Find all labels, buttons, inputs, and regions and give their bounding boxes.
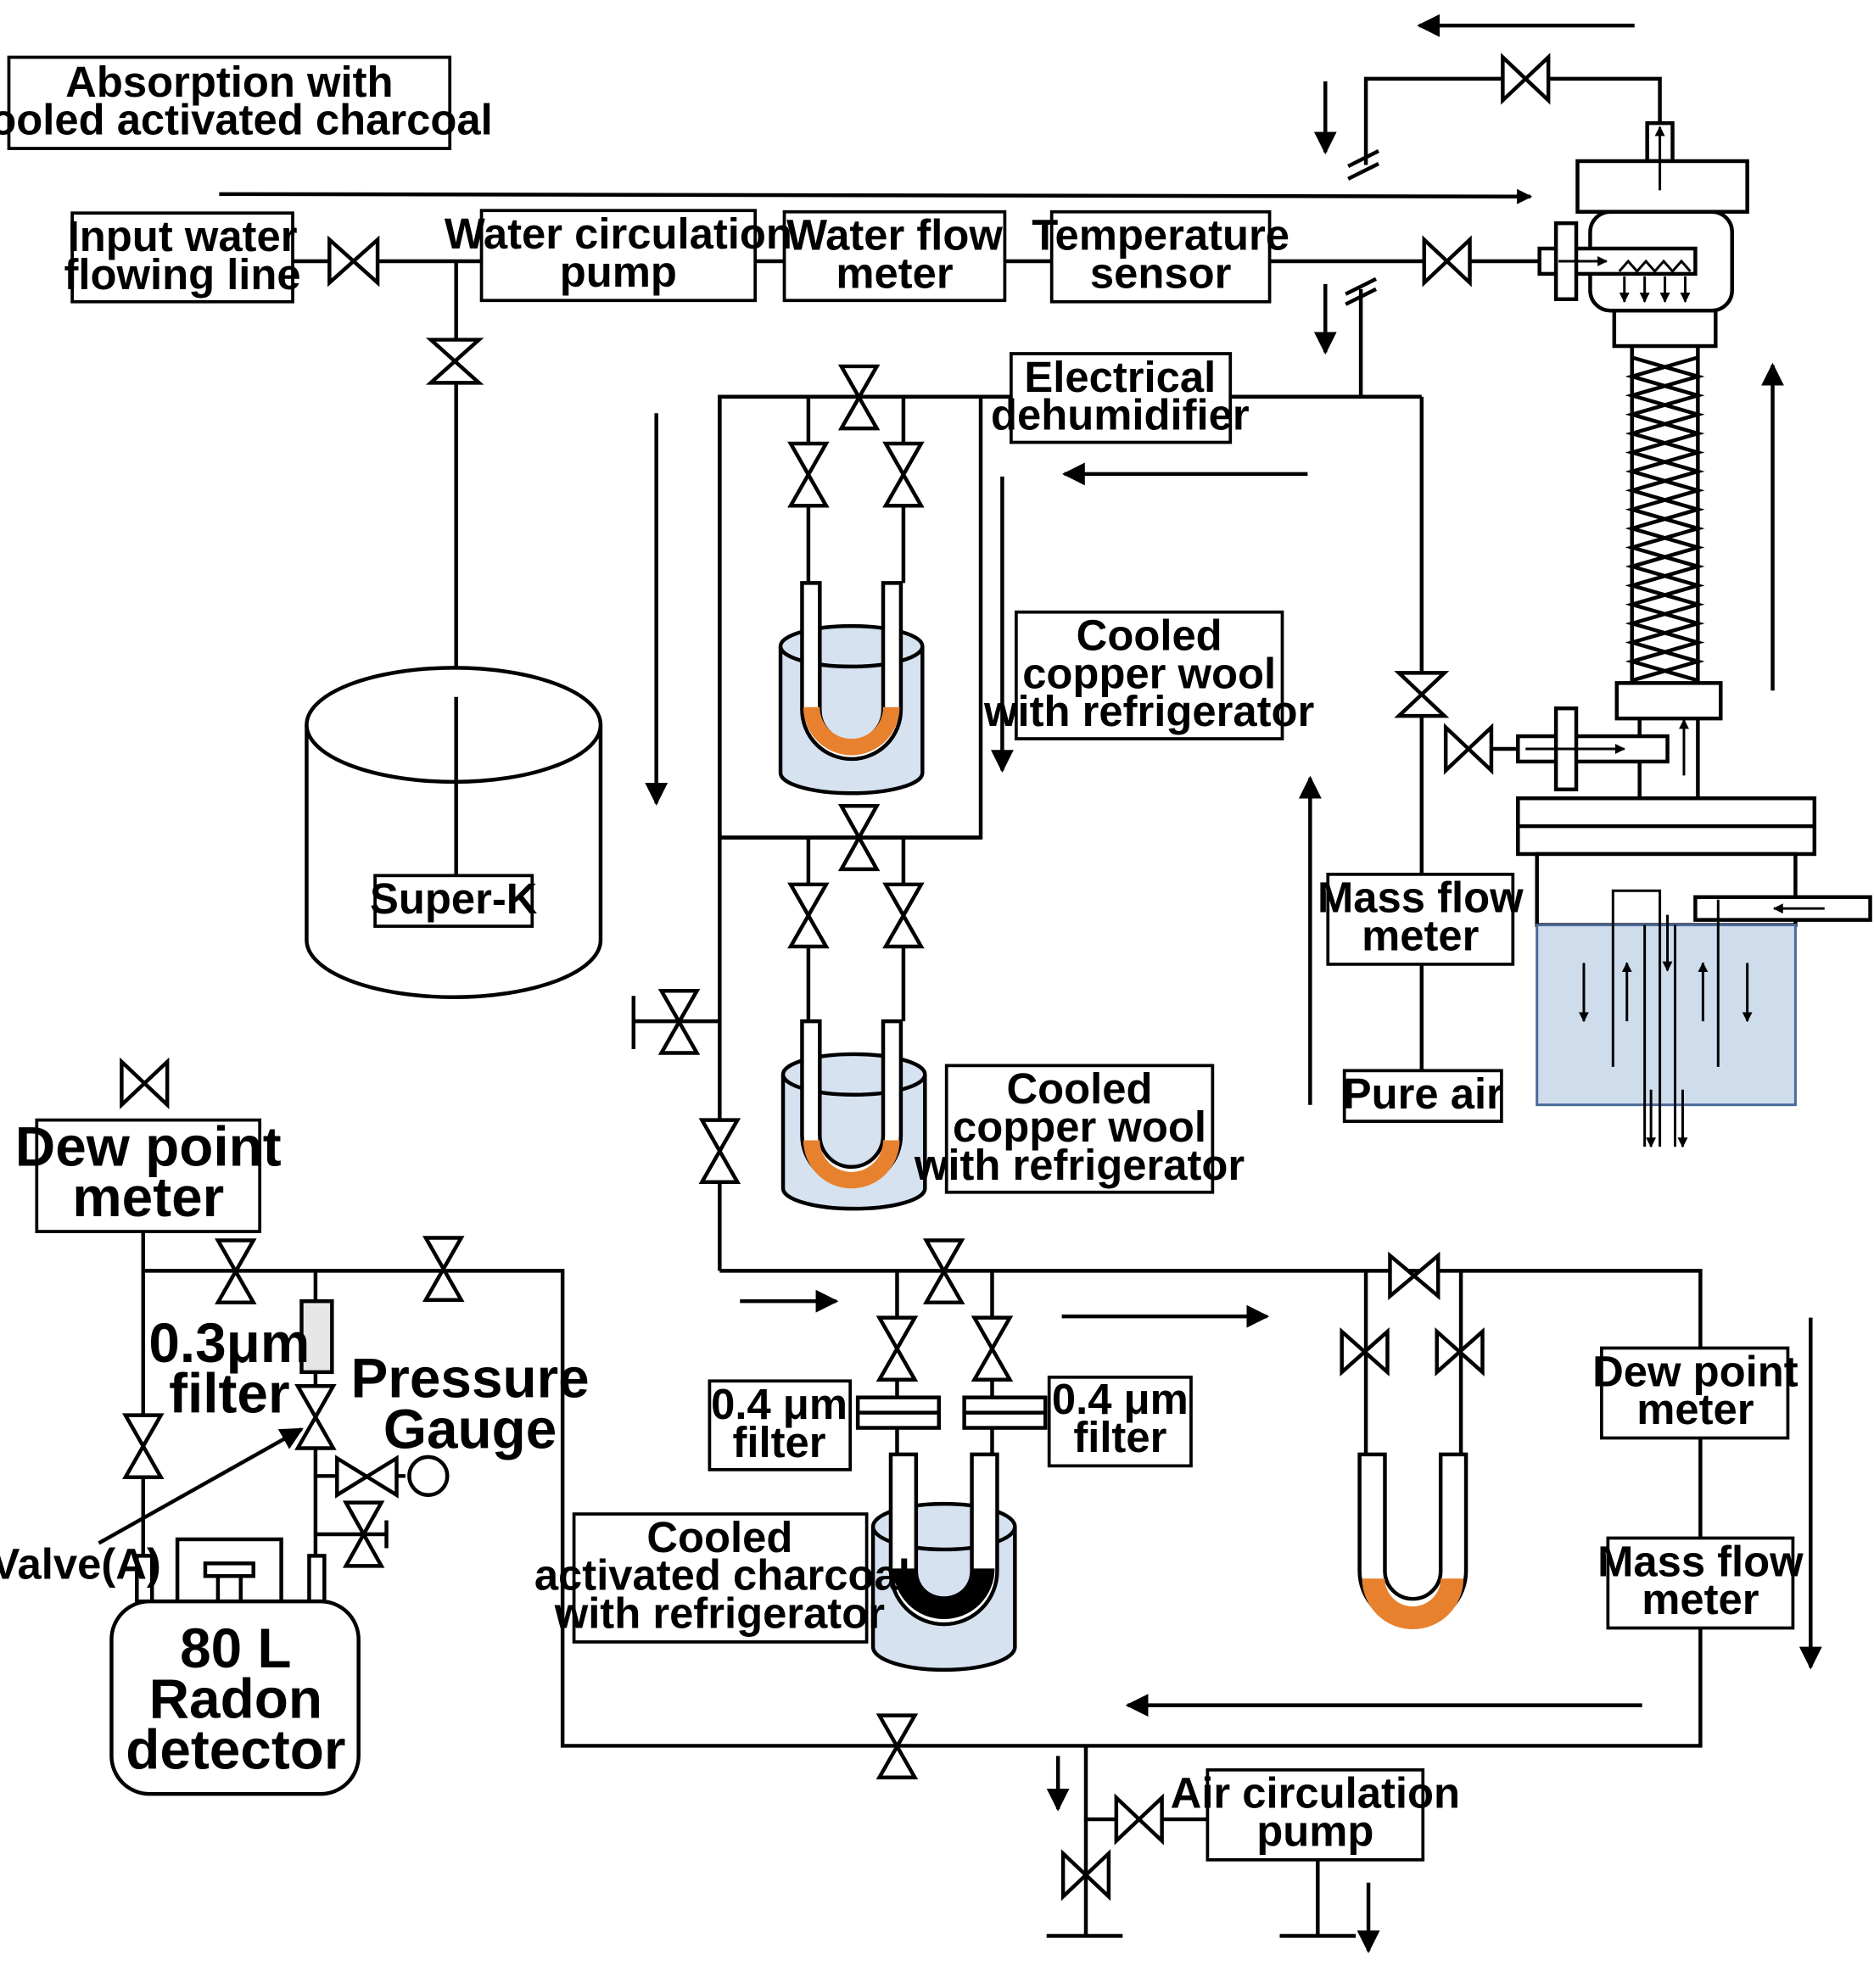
copper2-line3: with refrigerator: [914, 1141, 1245, 1189]
valve-radon-vent[interactable]: [342, 1500, 385, 1568]
dehumidifier-line2: dehumidifier: [991, 391, 1250, 439]
valve-water-inlet[interactable]: [1422, 235, 1472, 288]
refrigerated-traps: [778, 581, 1468, 1672]
valve-main-left[interactable]: [698, 1118, 741, 1185]
valve-utube-right[interactable]: [1435, 1327, 1485, 1377]
filter03-line1: 0.3μm: [148, 1312, 310, 1374]
copper-trap-2: [780, 1019, 927, 1211]
copper2-line2: copper wool: [953, 1103, 1206, 1151]
valve-radon-left[interactable]: [122, 1413, 165, 1480]
label-boxes: [7, 55, 1795, 1862]
valve-copper1-right[interactable]: [882, 441, 925, 508]
copper-trap-1: [778, 581, 925, 796]
charcoal-trap: [870, 1452, 1017, 1672]
radon-line3: detector: [126, 1718, 345, 1780]
superk-label: Super-K: [370, 874, 538, 923]
valve-copper1-bypass[interactable]: [837, 364, 881, 431]
air-pump-line2: pump: [1256, 1807, 1373, 1855]
filter03-line2: filter: [169, 1363, 289, 1425]
filter04-right-line2: filter: [1073, 1413, 1166, 1461]
arrow-valve-a: [98, 1427, 304, 1545]
dew-point-right-line2: meter: [1636, 1385, 1754, 1433]
filter04-left-line1: 0.4 μm: [711, 1380, 847, 1428]
pure-air-label: Pure air: [1343, 1069, 1503, 1118]
water-flow-line2: meter: [836, 248, 953, 297]
filter04-right-line1: 0.4 μm: [1052, 1375, 1189, 1423]
copper1-line2: copper wool: [1022, 649, 1276, 697]
labels: Absorption with cooled activated charcoa…: [0, 58, 1804, 1856]
super-k-tank: [305, 666, 603, 999]
radon-line2: Radon: [149, 1668, 322, 1730]
valve-radon-loop-right[interactable]: [422, 1236, 465, 1302]
valve-a-label: Valve(A): [0, 1539, 161, 1588]
valve-copper2-right[interactable]: [882, 882, 925, 949]
valve-charcoal-right[interactable]: [971, 1315, 1014, 1382]
pipe-break-marks: [1345, 149, 1380, 306]
valve-copper2-bypass[interactable]: [837, 803, 881, 872]
copper1-line3: with refrigerator: [983, 687, 1314, 735]
valve-charcoal-bypass[interactable]: [922, 1238, 965, 1304]
charcoal-line3: with refrigerator: [554, 1589, 885, 1638]
mass-flow2-line1: Mass flow: [1597, 1537, 1804, 1585]
filter04-left-line2: filter: [733, 1418, 826, 1466]
valve-utube-left[interactable]: [1340, 1327, 1390, 1377]
valves: [120, 53, 1551, 1901]
column-base-flange: [1614, 681, 1723, 721]
valve-return-bottom[interactable]: [875, 1713, 919, 1780]
water-pump-line1: Water circulation: [445, 209, 792, 258]
valve-a[interactable]: [294, 1384, 337, 1450]
charcoal-line2: activated charcoal: [534, 1551, 910, 1600]
copper2-line1: Cooled: [1007, 1064, 1153, 1113]
valve-charcoal-left[interactable]: [875, 1315, 919, 1382]
temp-sensor-line2: sensor: [1090, 248, 1231, 297]
temp-sensor-line1: Temperature: [1032, 211, 1289, 260]
valve-pressure-gauge[interactable]: [335, 1455, 399, 1499]
column-top-flange: [1575, 159, 1749, 214]
valve-input-water[interactable]: [327, 235, 380, 288]
column-lower-flange: [1612, 308, 1718, 349]
dehumidifier-line1: Electrical: [1024, 353, 1216, 401]
mass-flow2-line2: meter: [1642, 1575, 1759, 1623]
water-pump-line2: pump: [560, 248, 677, 296]
title-line1: Absorption with: [65, 58, 393, 106]
dew-point-right-line1: Dew point: [1592, 1347, 1798, 1395]
copper1-line1: Cooled: [1077, 611, 1222, 659]
copper-trap-3: [1357, 1452, 1468, 1630]
valve-return-top[interactable]: [1501, 53, 1551, 105]
pressure-gauge-dial: [407, 1455, 450, 1497]
valve-exhaust[interactable]: [1060, 1849, 1111, 1901]
arrow-water-to-column: [219, 188, 1533, 204]
input-water-line2: flowing line: [64, 250, 300, 299]
valve-radon-loop-left[interactable]: [215, 1238, 257, 1304]
valve-pure-air[interactable]: [1394, 671, 1450, 718]
mass-flow1-line1: Mass flow: [1317, 874, 1524, 922]
pressure-gauge-line1: Pressure: [350, 1348, 589, 1410]
valve-column-air[interactable]: [1443, 723, 1494, 775]
dew-point-left-line2: meter: [72, 1166, 224, 1228]
input-water-line1: Input water: [68, 212, 298, 260]
charcoal-line1: Cooled: [646, 1513, 792, 1561]
valve-dew-point-top[interactable]: [120, 1057, 170, 1109]
valve-side-port[interactable]: [657, 989, 701, 1055]
valve-air-pump[interactable]: [1114, 1793, 1164, 1846]
dew-point-left-line1: Dew point: [15, 1115, 282, 1177]
filters: [299, 1298, 1048, 1497]
mass-flow1-line2: meter: [1362, 911, 1479, 959]
pressure-gauge-line2: Gauge: [383, 1398, 557, 1460]
absorption-column: [1516, 120, 1872, 1107]
filter-03um: [299, 1298, 334, 1375]
valve-copper1-left[interactable]: [787, 441, 830, 508]
title-line2: cooled activated charcoal: [0, 96, 493, 144]
radon-detector: [109, 1537, 361, 1796]
radon-line1: 80 L: [180, 1617, 291, 1679]
valve-copper2-left[interactable]: [787, 882, 830, 949]
valve-superk-line[interactable]: [425, 338, 484, 385]
valve-utube-bypass[interactable]: [1388, 1251, 1440, 1301]
water-flow-line1: Water flow: [786, 211, 1003, 260]
flow-arrows: [98, 14, 1822, 1954]
column-internal-arrows: [1525, 126, 1825, 1148]
air-pump-line1: Air circulation: [1171, 1769, 1460, 1818]
